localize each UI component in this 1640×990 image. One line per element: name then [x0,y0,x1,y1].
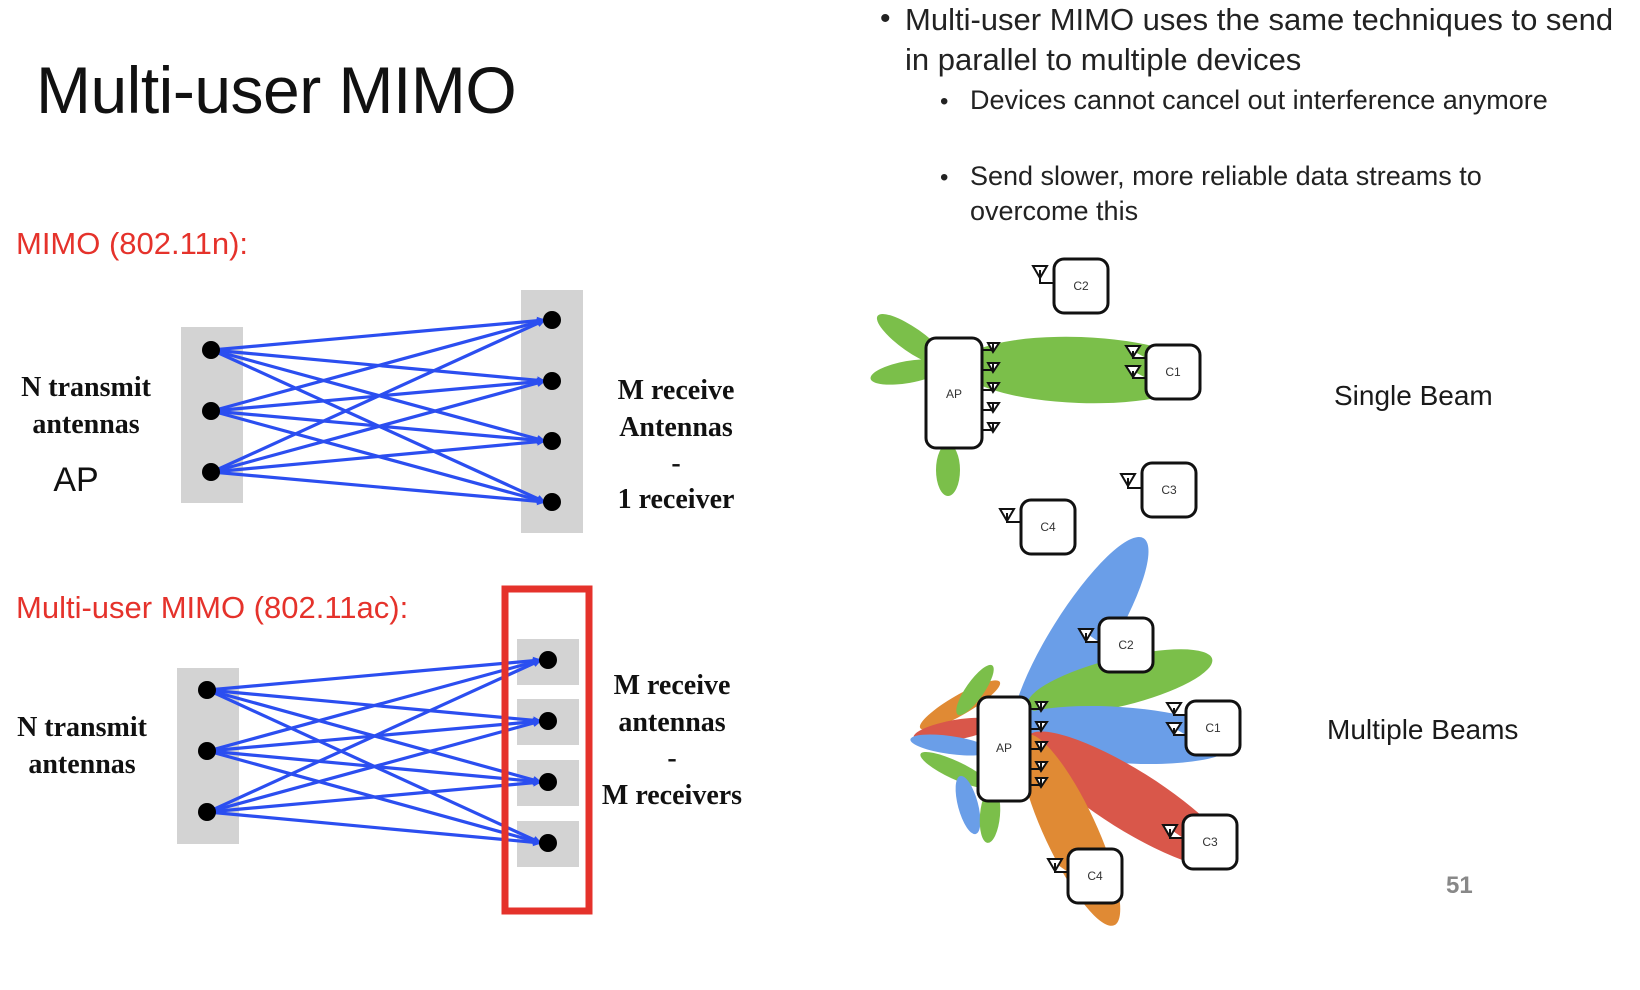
bullet-sub-2: Send slower, more reliable data streams … [970,161,1482,226]
mimo-rx-panel [521,290,583,533]
mumimo-diagram: N transmit antennas M receive antennas -… [17,585,742,915]
rx-antenna-dot [543,372,561,390]
mimo-ap-label: AP [53,461,98,499]
rx-antenna-dot [543,311,561,329]
tx-antenna-dot [198,803,216,821]
tx-antenna-dot [202,402,220,420]
mimo-right-line2: Antennas [619,412,733,443]
ap-box [924,336,984,450]
mumimo-right-line3: - [667,743,676,774]
mimo-left-line2: antennas [32,409,139,440]
mumimo-right-line4: M receivers [602,780,742,811]
mimo-antenna-dots [202,311,561,511]
client-c4-box [1019,498,1077,556]
client-c1-box [1144,343,1202,401]
client-c4-label: C4 [1040,520,1056,534]
antenna-icon [1046,858,1068,873]
client-c4-label: C4 [1087,869,1103,883]
tx-antenna-dot [202,341,220,359]
page-number: 51 [1446,872,1473,899]
rx-antenna-dot [539,651,557,669]
ap-antenna-icons [982,342,1001,434]
client-c2-label: C2 [1118,638,1134,652]
side-lobe [936,444,960,496]
ap-box-label: AP [996,741,1012,755]
mumimo-antenna-dots [198,651,557,852]
side-lobe [910,734,990,756]
tx-antenna-dot [202,463,220,481]
side-lobe [955,775,981,835]
mumimo-arrows [207,656,542,847]
mumimo-left-line1: N transmit [17,712,148,743]
rx-antenna-dot [539,834,557,852]
rx-antenna-dot [543,493,561,511]
receivers-highlight-box [501,585,593,915]
mimo-label: MIMO (802.11n): [16,226,249,261]
antenna-icon [1165,702,1186,716]
mumimo-left-line2: antennas [28,749,135,780]
single-beam-diagram: AP C2 C1 C3 C4 [870,257,1202,556]
mumimo-label: Multi-user MIMO (802.11ac): [16,590,409,625]
ap-antenna-icons [1030,701,1049,789]
rx-antenna-dot [543,432,561,450]
mumimo-right-line2: antennas [618,707,725,738]
mimo-diagram: N transmit antennas AP M receive Antenna… [21,290,734,533]
mimo-right-line3: - [671,448,680,479]
mumimo-right-line1: M receive [614,670,731,701]
antenna-icon [1119,473,1142,489]
rx-antenna-dot [539,712,557,730]
mimo-left-line1: N transmit [21,372,152,403]
antenna-icon [1161,824,1183,839]
client-c2-box [1052,257,1110,315]
multiple-beams-diagram: AP C2 C1 C3 C4 [910,536,1242,926]
client-c3-box [1140,461,1198,519]
client-c1-label: C1 [1205,721,1221,735]
antenna-icon [1165,722,1186,736]
client-c4-box [1066,847,1124,905]
antenna-icon [1031,265,1054,284]
mimo-right-line1: M receive [618,375,735,406]
slide-title: Multi-user MIMO [36,53,517,127]
client-c2-box [1097,616,1155,674]
client-c3-box [1181,813,1239,871]
antenna-icon [998,508,1021,523]
client-c1-box [1184,699,1242,757]
bullet-dot: • [880,2,891,35]
single-beam-label: Single Beam [1334,380,1493,411]
client-c3-label: C3 [1161,483,1177,497]
bullet-main: Multi-user MIMO uses the same techniques… [905,2,1614,77]
bullet-dot: • [940,88,949,115]
ap-box-label: AP [946,387,962,401]
main-beam-lobe [960,336,1200,404]
bullet-sub-1: Devices cannot cancel out interference a… [970,85,1548,115]
beam-lobe-green [1027,649,1213,715]
bullet-dot: • [940,164,949,191]
client-c1-label: C1 [1165,365,1181,379]
tx-antenna-dot [198,742,216,760]
antenna-icon [1124,345,1146,359]
client-c3-label: C3 [1202,835,1218,849]
antenna-icon [1124,365,1146,379]
multiple-beams-label: Multiple Beams [1327,714,1519,745]
rx-antenna-dot [539,773,557,791]
tx-antenna-dot [198,681,216,699]
side-lobe [956,664,994,716]
side-lobe [920,751,990,789]
antenna-icon [1077,628,1099,643]
mimo-arrows [211,316,546,506]
client-c2-label: C2 [1073,279,1089,293]
mimo-right-line4: 1 receiver [618,484,735,515]
